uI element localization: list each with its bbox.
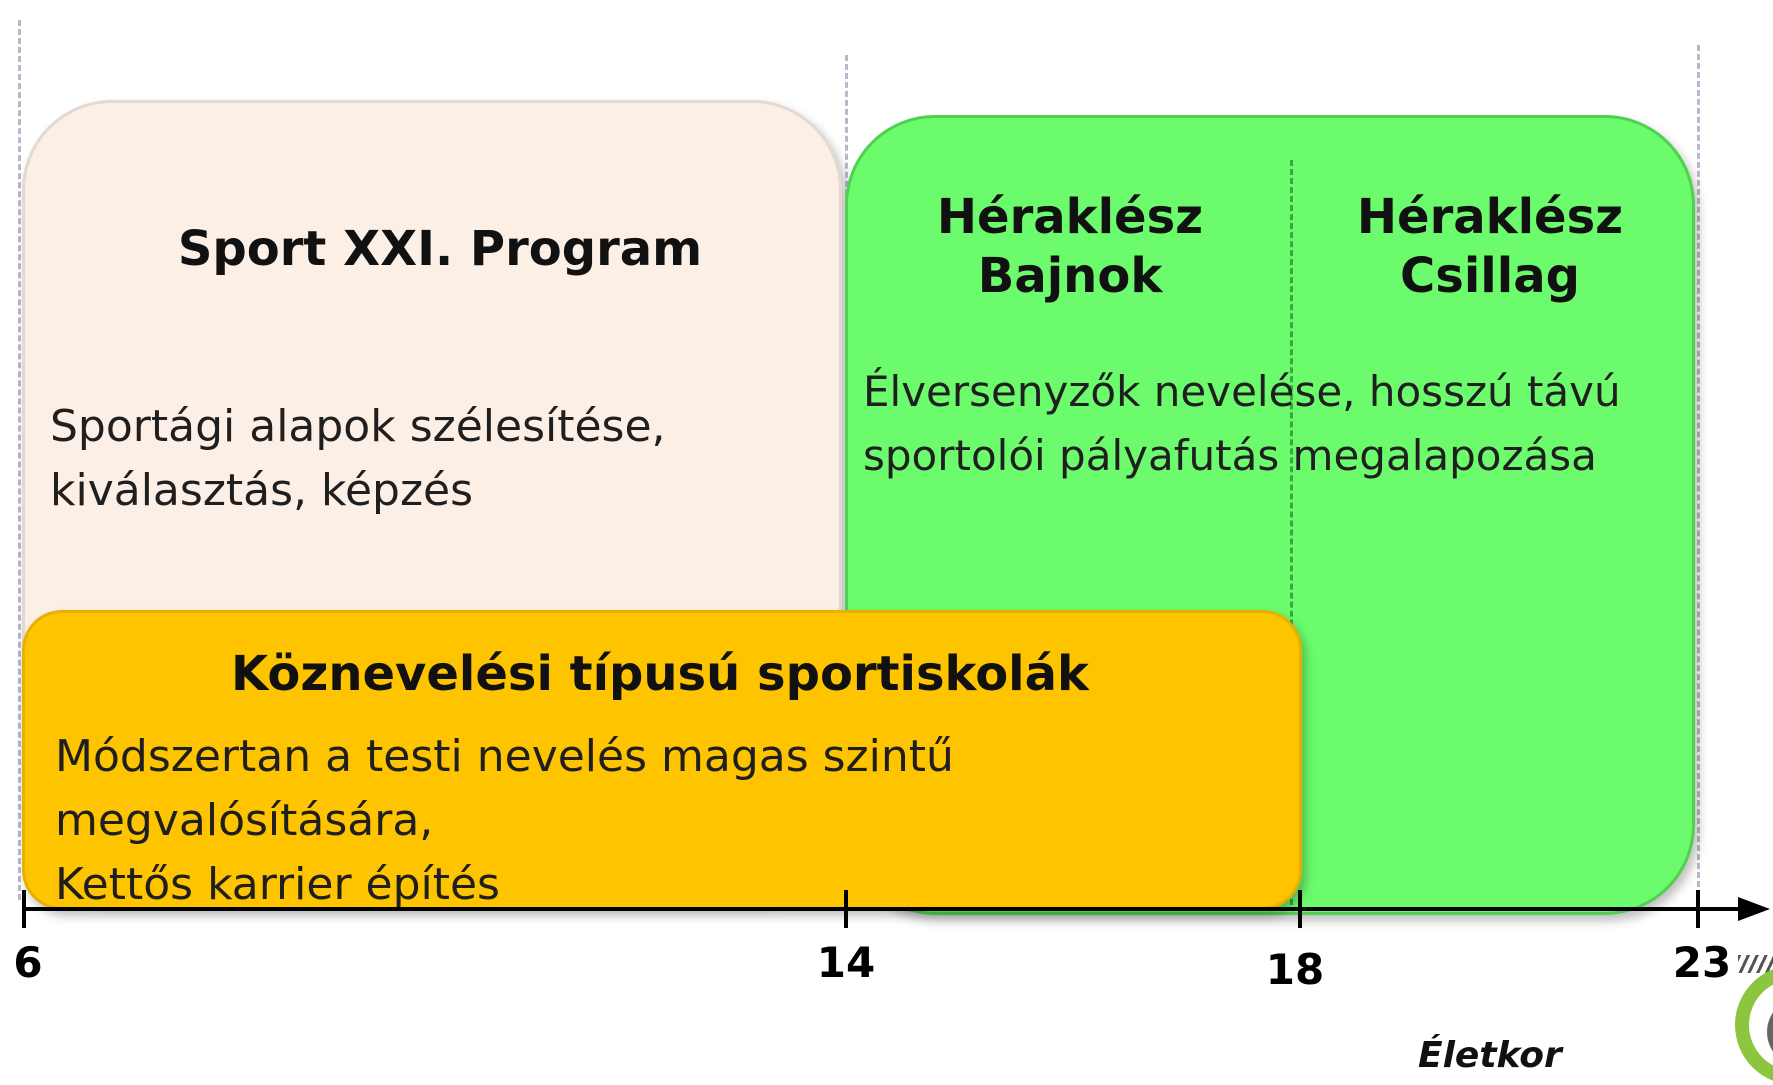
sport-xxi-description: Sportági alapok szélesítése, kiválasztás… [50, 401, 666, 516]
sport-xxi-title: Sport XXI. Program [177, 221, 703, 277]
heraklesz-bajnok-title: Héraklész Bajnok [936, 189, 1204, 304]
heraklesz-divider [1290, 160, 1293, 905]
guide-line-6 [18, 20, 21, 900]
logo-inner-ring-icon [1767, 997, 1773, 1067]
heraklesz-description: Élversenyzők nevelése, hosszú távú sport… [863, 367, 1621, 480]
axis-tick-18 [1298, 890, 1302, 928]
logo-stripes-icon [1738, 955, 1773, 973]
axis-arrow-icon [1738, 897, 1770, 921]
axis-title: Életkor [1418, 1035, 1562, 1076]
axis-tick-label-14: 14 [816, 938, 876, 987]
axis-tick-label-18: 18 [1265, 945, 1325, 994]
circular-logo-icon [1735, 965, 1773, 1085]
guide-line-23 [1697, 45, 1700, 905]
axis-tick-23 [1696, 890, 1700, 928]
axis-tick-14 [844, 890, 848, 928]
koznevelesi-description: Módszertan a testi nevelés magas szintű … [55, 731, 954, 910]
axis-tick-6 [22, 890, 26, 928]
koznevelesi-title: Köznevelési típusú sportiskolák [231, 646, 1089, 702]
age-axis-line [22, 907, 1742, 911]
axis-tick-label-6: 6 [13, 938, 43, 987]
heraklesz-csillag-title: Héraklész Csillag [1356, 189, 1624, 304]
koznevelesi-box [22, 610, 1302, 910]
axis-tick-label-23: 23 [1672, 938, 1732, 987]
